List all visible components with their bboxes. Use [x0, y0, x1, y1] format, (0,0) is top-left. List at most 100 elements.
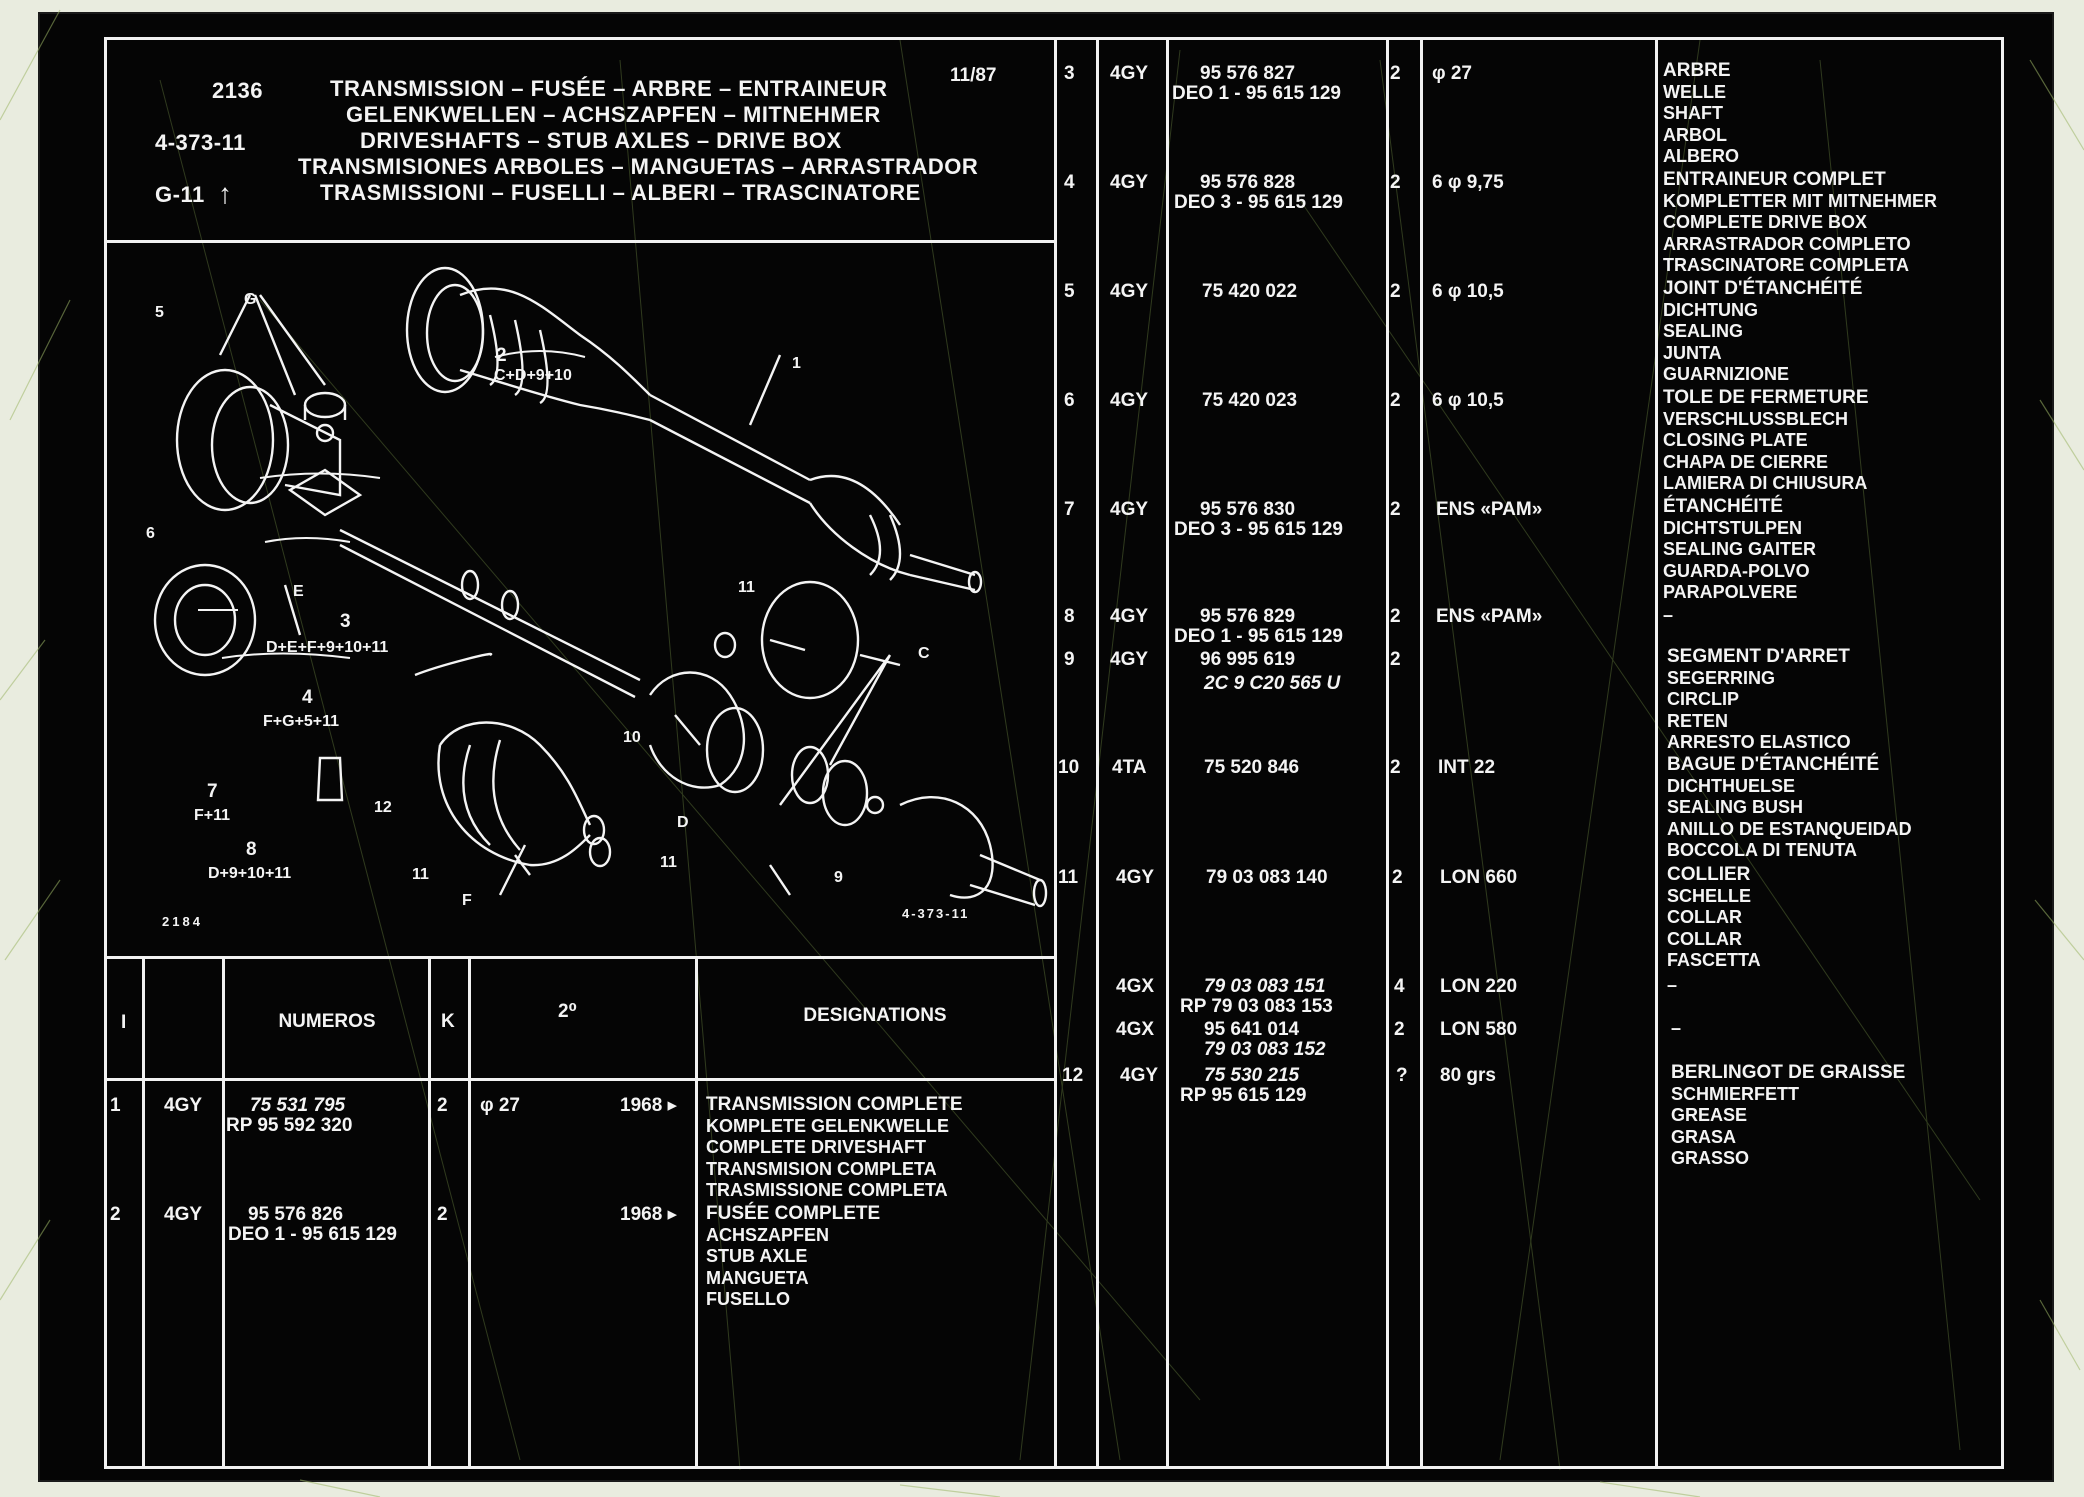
- part-number: 95 576 830: [1200, 499, 1296, 520]
- row-spec: 6 φ 10,5: [1432, 281, 1504, 302]
- row-spec: 80 grs: [1440, 1065, 1496, 1086]
- row-spec: φ 27: [1432, 63, 1473, 84]
- part-number: 95 576 826: [248, 1204, 344, 1225]
- row-spec: ENS «PAM»: [1436, 499, 1543, 520]
- title-es: TRANSMISIONES ARBOLES – MANGUETAS – ARRA…: [298, 154, 979, 179]
- reference-code: 4-373-11: [155, 130, 246, 155]
- row-spec: LON 220: [1440, 976, 1518, 997]
- diagram-bottom-divider: [104, 956, 1054, 959]
- row-qty: 2: [1390, 281, 1401, 302]
- callout: 6: [146, 525, 155, 542]
- part-number: 95 576 827: [1200, 63, 1296, 84]
- exploded-driveshaft-diagram: [153, 266, 1048, 908]
- row-type: 4GY: [1120, 1065, 1159, 1086]
- part-number: 95 576 829: [1200, 606, 1296, 627]
- row-type: 4GY: [1110, 390, 1149, 411]
- col-header-second: 2⁰: [558, 1001, 577, 1022]
- kit-number: 4: [302, 687, 313, 708]
- part-number: 75 531 795: [250, 1095, 346, 1116]
- group-code: G-11: [155, 182, 205, 207]
- part-number: 95 641 014: [1204, 1019, 1300, 1040]
- row-designations: BERLINGOT DE GRAISSE SCHMIERFETT GREASE …: [1671, 1062, 1906, 1169]
- callout: D: [677, 814, 689, 831]
- callout: E: [293, 583, 304, 600]
- diagram-ref: 4-373-11: [902, 906, 970, 921]
- row-spec: LON 580: [1440, 1019, 1518, 1040]
- kit-formula: D+E+F+9+10+11: [266, 639, 389, 656]
- part-number: 75 520 846: [1204, 757, 1300, 778]
- row-spec: ENS «PAM»: [1436, 606, 1543, 627]
- part-number: 75 420 022: [1202, 281, 1298, 302]
- row-type: 4GY: [1110, 499, 1149, 520]
- row-spec: 6 φ 10,5: [1432, 390, 1504, 411]
- column-header-divider: [104, 1078, 1054, 1081]
- row-qty: ?: [1396, 1065, 1408, 1086]
- row-index: 4: [1064, 172, 1075, 193]
- kit-number: 2: [496, 345, 507, 366]
- callout: 11: [412, 866, 429, 883]
- row-type: 4GX: [1116, 1019, 1155, 1040]
- row-qty: 2: [437, 1095, 448, 1116]
- row-type: 4GY: [1110, 606, 1149, 627]
- row-designations: JOINT D'ÉTANCHÉITÉ DICHTUNG SEALING JUNT…: [1663, 278, 1863, 385]
- row-qty: 2: [1394, 1019, 1405, 1040]
- row-qty: 2: [1390, 649, 1401, 670]
- row-spec: INT 22: [1438, 757, 1496, 778]
- row-index: 5: [1064, 281, 1075, 302]
- part-number-alt: RP 95 592 320: [226, 1115, 353, 1136]
- col-line: [1655, 37, 1658, 1469]
- part-number-alt: 2C 9 C20 565 U: [1204, 673, 1341, 694]
- title-it: TRASMISSIONI – FUSELLI – ALBERI – TRASCI…: [320, 180, 921, 205]
- callout: 5: [155, 304, 164, 321]
- row-qty: 2: [1390, 63, 1401, 84]
- issue-date: 11/87: [950, 65, 997, 86]
- row-index: 8: [1064, 606, 1075, 627]
- row-qty: 4: [1394, 976, 1405, 997]
- row-type: 4GY: [1110, 281, 1149, 302]
- callout: 12: [374, 799, 392, 816]
- callout: 9: [834, 869, 843, 886]
- row-designations: –: [1663, 605, 1674, 625]
- kit-number: 8: [246, 839, 257, 860]
- row-qty: 2: [1390, 757, 1401, 778]
- title-de: GELENKWELLEN – ACHSZAPFEN – MITNEHMER: [346, 102, 881, 127]
- col-line: [695, 956, 698, 1469]
- part-number-alt: 79 03 083 152: [1204, 1039, 1326, 1060]
- row-designations: ENTRAINEUR COMPLET KOMPLETTER MIT MITNEH…: [1663, 169, 1937, 276]
- row-from: 1968 ▸: [620, 1095, 678, 1116]
- part-number-alt: RP 95 615 129: [1180, 1085, 1307, 1106]
- col-line: [222, 956, 225, 1469]
- row-from: 1968 ▸: [620, 1204, 678, 1225]
- row-index: 11: [1058, 867, 1079, 888]
- row-designations: –: [1671, 1018, 1682, 1038]
- up-arrow-icon: ↑: [218, 178, 233, 209]
- callout: 10: [623, 729, 641, 746]
- callout: C: [918, 645, 930, 662]
- row-spec: φ 27: [480, 1095, 521, 1116]
- center-divider: [1054, 37, 1057, 1469]
- callout: 1: [792, 355, 801, 372]
- col-line: [468, 956, 471, 1469]
- row-index: 7: [1064, 499, 1075, 520]
- row-type: 4GY: [164, 1204, 203, 1225]
- part-number: 75 530 215: [1204, 1065, 1300, 1086]
- kit-number: 7: [207, 781, 218, 802]
- row-spec: 6 φ 9,75: [1432, 172, 1504, 193]
- col-line: [1420, 37, 1423, 1469]
- row-index: 12: [1062, 1065, 1084, 1086]
- row-index: 6: [1064, 390, 1075, 411]
- row-designations: TOLE DE FERMETURE VERSCHLUSSBLECH CLOSIN…: [1663, 387, 1869, 494]
- part-number-alt: RP 79 03 083 153: [1180, 996, 1333, 1017]
- row-qty: 2: [1390, 172, 1401, 193]
- row-type: 4GY: [164, 1095, 203, 1116]
- kit-formula: F+G+5+11: [263, 713, 340, 730]
- col-line: [142, 956, 145, 1469]
- row-type: 4TA: [1112, 757, 1147, 778]
- row-type: 4GY: [1110, 649, 1149, 670]
- col-header-numeros: NUMEROS: [278, 1011, 376, 1032]
- kit-formula: C+D+9+10: [494, 367, 572, 384]
- callout: 11: [738, 579, 755, 596]
- row-index: 2: [110, 1204, 121, 1225]
- col-line: [1096, 37, 1099, 1469]
- row-type: 4GX: [1116, 976, 1155, 997]
